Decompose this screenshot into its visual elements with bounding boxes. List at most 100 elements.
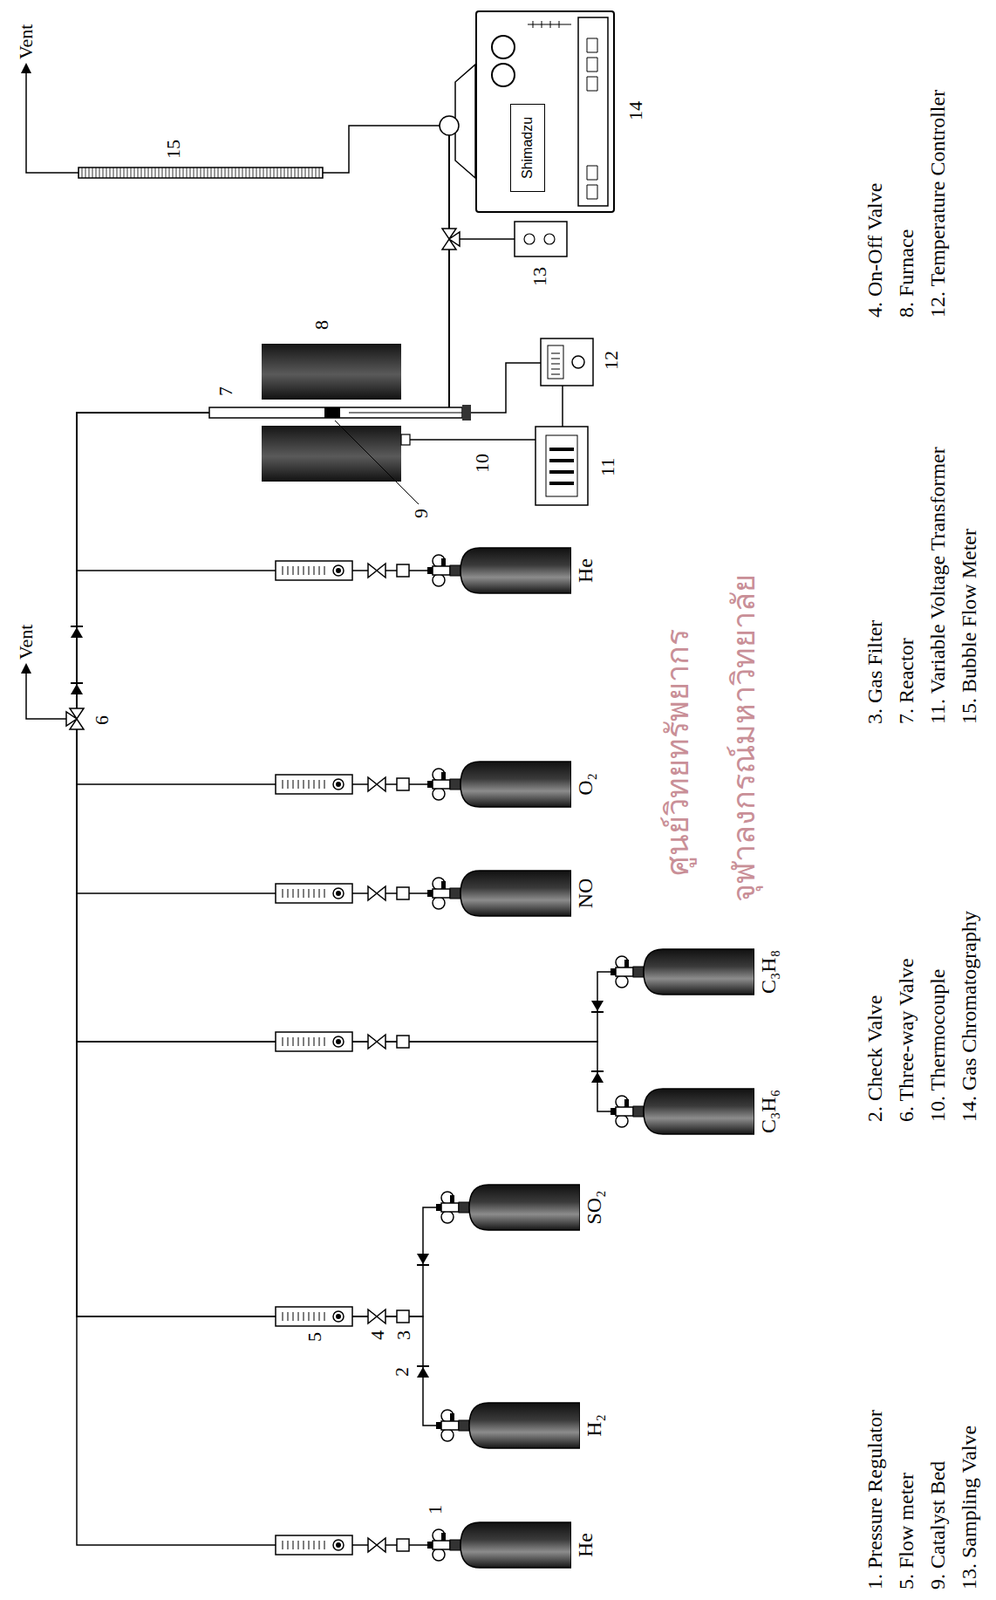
leader-line [334, 420, 419, 505]
callout-number: 14 [624, 101, 647, 121]
callout-number: 13 [528, 266, 551, 287]
legend-row: 1. Pressure Regulator [863, 1409, 888, 1590]
legend-row: 11. Variable Voltage Transformer [926, 446, 951, 724]
regulator-body [441, 1202, 459, 1212]
regulator-port [610, 1107, 616, 1115]
pressure-gauge [432, 1548, 445, 1561]
thermocouple-wire [470, 362, 541, 413]
gas-filters [396, 564, 410, 1551]
legend-text: 9. Catalyst Bed [926, 1460, 951, 1590]
callout-number: 6 [90, 715, 113, 725]
gas-cylinder-drawing [610, 1083, 755, 1140]
callout-number: 2 [390, 1366, 413, 1377]
pressure-gauge [441, 1191, 454, 1204]
controller-display [547, 345, 564, 379]
chromatograph-scale [527, 20, 572, 28]
legend-row: 12. Temperature Controller [926, 89, 951, 318]
gas-cylinder: C₃H₈ [610, 943, 782, 1000]
bubble-meter-line [322, 125, 440, 173]
thermocouple-probe [348, 412, 463, 414]
callout-number: 11 [596, 457, 619, 477]
gas-cylinder-drawing [610, 943, 755, 1000]
controller-knob [572, 355, 585, 369]
vent-line [26, 71, 79, 173]
on-off-valve [368, 563, 386, 578]
sampling-line [459, 238, 515, 240]
legend-text: 2. Check Valve [863, 994, 888, 1122]
label-slot: 5 [303, 1331, 326, 1342]
check-valve [591, 1071, 604, 1083]
gas-cylinder-drawing [436, 1397, 580, 1454]
label-slot: 12 [600, 350, 622, 370]
regulator-port [427, 566, 433, 574]
gas-cylinder: H₂ [436, 1397, 608, 1454]
check-valve [591, 1000, 604, 1012]
gas-cylinder-drawing [427, 542, 572, 599]
sampling-knob [544, 233, 555, 245]
gas-line [76, 125, 611, 1042]
regulator-knob [441, 880, 446, 889]
pressure-gauge [432, 1528, 445, 1542]
gas-cylinder: He [427, 1516, 599, 1573]
callout-number: 15 [162, 139, 185, 159]
gas-label: O₂ [573, 772, 599, 796]
gas-label: NO [573, 878, 599, 909]
gas-cylinder-drawing [427, 756, 572, 812]
regulator-body [615, 1106, 634, 1116]
on-off-valve [368, 1309, 386, 1324]
legend-text: 6. Three-way Valve [894, 957, 920, 1122]
cylinder-body [469, 1184, 580, 1230]
legend-row: 15. Bubble Flow Meter [957, 528, 983, 724]
transformer-slots [549, 449, 574, 484]
label-slot: จุฬาลงกรณ์มหาวิทยาลัย [722, 573, 766, 902]
gas-line [76, 125, 476, 571]
label-slot: 14 [624, 101, 647, 121]
reactor-fitting [462, 404, 471, 421]
gas-filter [396, 1309, 410, 1323]
gas-line [76, 125, 476, 894]
on-off-valve [368, 777, 386, 792]
legend-text: 13. Sampling Valve [957, 1425, 983, 1590]
cylinder-body [460, 761, 572, 807]
injection-port [439, 115, 459, 136]
flow-meter [275, 774, 353, 794]
gas-line [76, 125, 476, 1545]
flow-meter [275, 1534, 353, 1555]
sampling-knob [524, 233, 535, 245]
callout-number: 9 [409, 508, 432, 519]
chromatograph-case [476, 11, 614, 212]
gas-filter [396, 564, 410, 577]
pressure-gauge [441, 1428, 454, 1441]
legend-row: 5. Flow meter [894, 1472, 920, 1590]
gas-cylinder: C₃H₆ [610, 1083, 782, 1140]
regulator-port [427, 1541, 433, 1549]
bubble-flow-meter [78, 167, 323, 178]
sampling-valve [442, 228, 460, 250]
label-slot: 11 [596, 457, 619, 477]
regulator-knob [441, 771, 446, 780]
label-slot: 8 [310, 320, 333, 330]
pressure-gauge [432, 896, 445, 909]
legend-text: 3. Gas Filter [863, 620, 888, 724]
gas-line [76, 125, 611, 1112]
cylinder-valve [450, 1539, 461, 1550]
legend-row: 14. Gas Chromatography [957, 910, 983, 1122]
gas-filter [396, 886, 410, 900]
cylinder-body [460, 870, 572, 916]
watermark: ศูนย์วิทยทรัพยากร [655, 628, 700, 876]
cylinder-body [643, 948, 755, 995]
temperature-controller [540, 338, 594, 386]
gas-cylinder: O₂ [427, 756, 599, 812]
cylinder-valve [633, 966, 644, 977]
regulator-port [436, 1203, 442, 1211]
furnace-block [261, 343, 402, 400]
callout-number: 5 [303, 1331, 326, 1342]
legend-text: 12. Temperature Controller [926, 89, 951, 318]
legend-row: 6. Three-way Valve [894, 957, 920, 1122]
label-slot: 2 [390, 1366, 413, 1377]
callout-number: 3 [392, 1330, 415, 1340]
label-slot: 9 [409, 508, 432, 519]
legend-text: 1. Pressure Regulator [863, 1409, 888, 1590]
regulator-body [432, 888, 451, 898]
gas-cylinder: SO₂ [436, 1179, 608, 1235]
